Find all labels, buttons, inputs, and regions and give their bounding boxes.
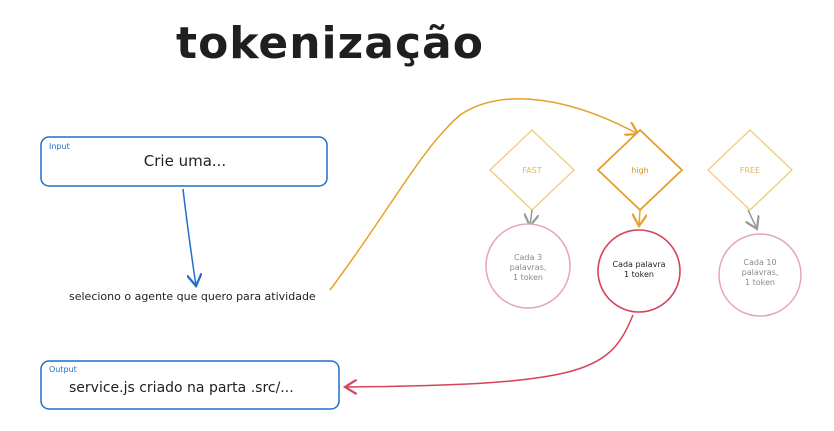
fast-circle-line-1: Cada 3 <box>514 253 542 262</box>
fast-agent: FAST Cada 3 palavras, 1 token <box>485 129 575 309</box>
high-agent: high Cada palavra 1 token <box>597 129 683 313</box>
free-agent: FREE Cada 10 palavras, 1 token <box>707 129 802 317</box>
input-to-step-arrow <box>182 188 196 286</box>
page-title: tokenização <box>176 18 484 69</box>
output-box-text: service.js criado na parta .src/... <box>69 380 294 396</box>
high-arrow <box>639 209 640 226</box>
high-diamond-label: high <box>631 166 648 175</box>
input-box-tag: Input <box>49 142 70 151</box>
free-circle-line-3: 1 token <box>745 278 775 287</box>
free-circle-line-1: Cada 10 <box>743 258 776 267</box>
free-diamond-label: FREE <box>740 166 760 175</box>
free-diamond <box>707 129 793 211</box>
output-box: Output service.js criado na parta .src/.… <box>40 360 340 410</box>
input-box: Input Crie uma... <box>40 136 328 187</box>
free-circle <box>718 233 802 317</box>
high-circle-line-2: 1 token <box>624 270 654 279</box>
fast-circle-line-3: 1 token <box>513 273 543 282</box>
fast-circle-line-2: palavras, <box>510 263 547 272</box>
free-arrow <box>748 209 757 229</box>
high-circle <box>597 229 681 313</box>
high-to-output-arrow <box>345 314 634 387</box>
high-circle-line-1: Cada palavra <box>612 260 665 269</box>
output-box-frame <box>40 360 340 410</box>
output-box-tag: Output <box>49 365 77 374</box>
input-box-frame <box>40 136 328 187</box>
fast-circle <box>485 223 571 309</box>
input-box-text: Crie uma... <box>144 152 226 170</box>
fast-diamond-label: FAST <box>522 166 541 175</box>
step-to-high-arrow <box>329 98 638 291</box>
free-circle-line-2: palavras, <box>742 268 779 277</box>
step-label: seleciono o agente que quero para ativid… <box>69 290 316 303</box>
